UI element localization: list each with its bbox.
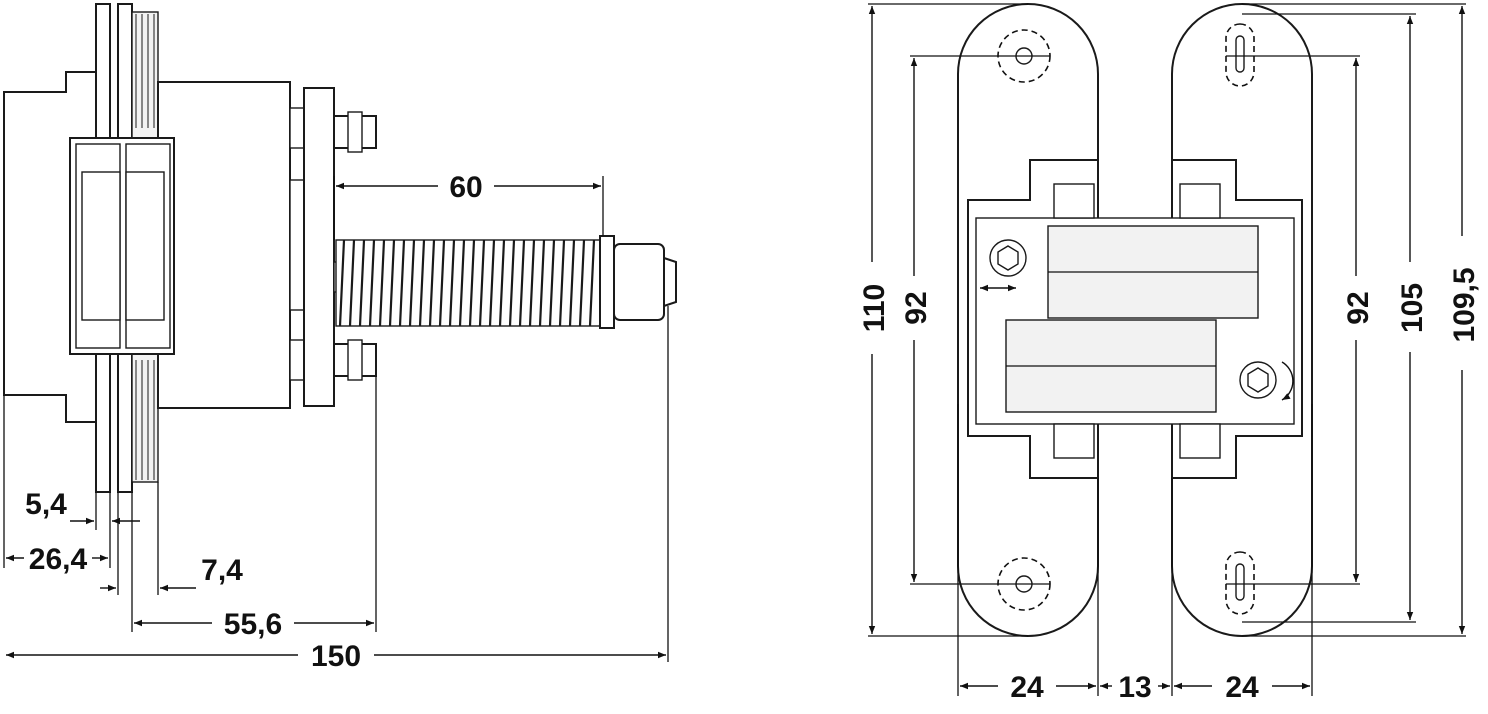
stud-top-nut <box>347 111 363 153</box>
compression-spring <box>335 239 609 327</box>
dim-body-height-right: 105 <box>1396 283 1429 333</box>
dim-overall-height-right: 109,5 <box>1448 267 1481 342</box>
dim-mount-offset: 7,4 <box>201 554 243 587</box>
dim-hole-spacing-left: 92 <box>900 291 933 324</box>
dim-leaf-width-left: 24 <box>1010 671 1044 704</box>
flange-plate <box>303 87 335 407</box>
end-nut <box>613 243 665 321</box>
dim-spring-length: 60 <box>449 171 482 204</box>
hex-socket-icon <box>1239 361 1277 399</box>
side-view: 60 5,4 26,4 7,4 55,6 150 <box>3 3 677 673</box>
slot-hole-top-right <box>1225 23 1255 87</box>
dim-plate-thickness: 5,4 <box>25 488 67 521</box>
dim-body-depth: 26,4 <box>29 543 88 576</box>
dim-overall-length: 150 <box>311 640 361 673</box>
body-block-mid <box>289 179 305 311</box>
knurl-lines <box>135 14 155 480</box>
hinge-body <box>157 81 291 409</box>
hex-socket-icon <box>989 239 1027 277</box>
dim-gap-width: 13 <box>1118 671 1151 704</box>
body-block-top <box>289 107 305 149</box>
rod-tip <box>663 256 677 308</box>
dim-hole-spacing-right: 92 <box>1342 291 1375 324</box>
slot-hole-bottom-right <box>1225 551 1255 615</box>
end-washer <box>599 235 615 329</box>
body-block-bottom <box>289 339 305 381</box>
block-top-right <box>1179 183 1221 219</box>
stud-bottom-nut <box>347 339 363 381</box>
dim-body-length: 55,6 <box>224 608 282 641</box>
cassette-core-left <box>81 171 121 321</box>
dim-leaf-width-right: 24 <box>1225 671 1259 704</box>
block-bottom-right <box>1179 423 1221 459</box>
dim-overall-height-left: 110 <box>858 284 891 332</box>
rotate-arrow-icon <box>1281 361 1294 401</box>
cassette-core-right <box>125 171 165 321</box>
block-top-left <box>1053 183 1095 219</box>
front-view: 110 92 92 105 109,5 24 13 24 <box>858 3 1481 704</box>
block-bottom-left <box>1053 423 1095 459</box>
